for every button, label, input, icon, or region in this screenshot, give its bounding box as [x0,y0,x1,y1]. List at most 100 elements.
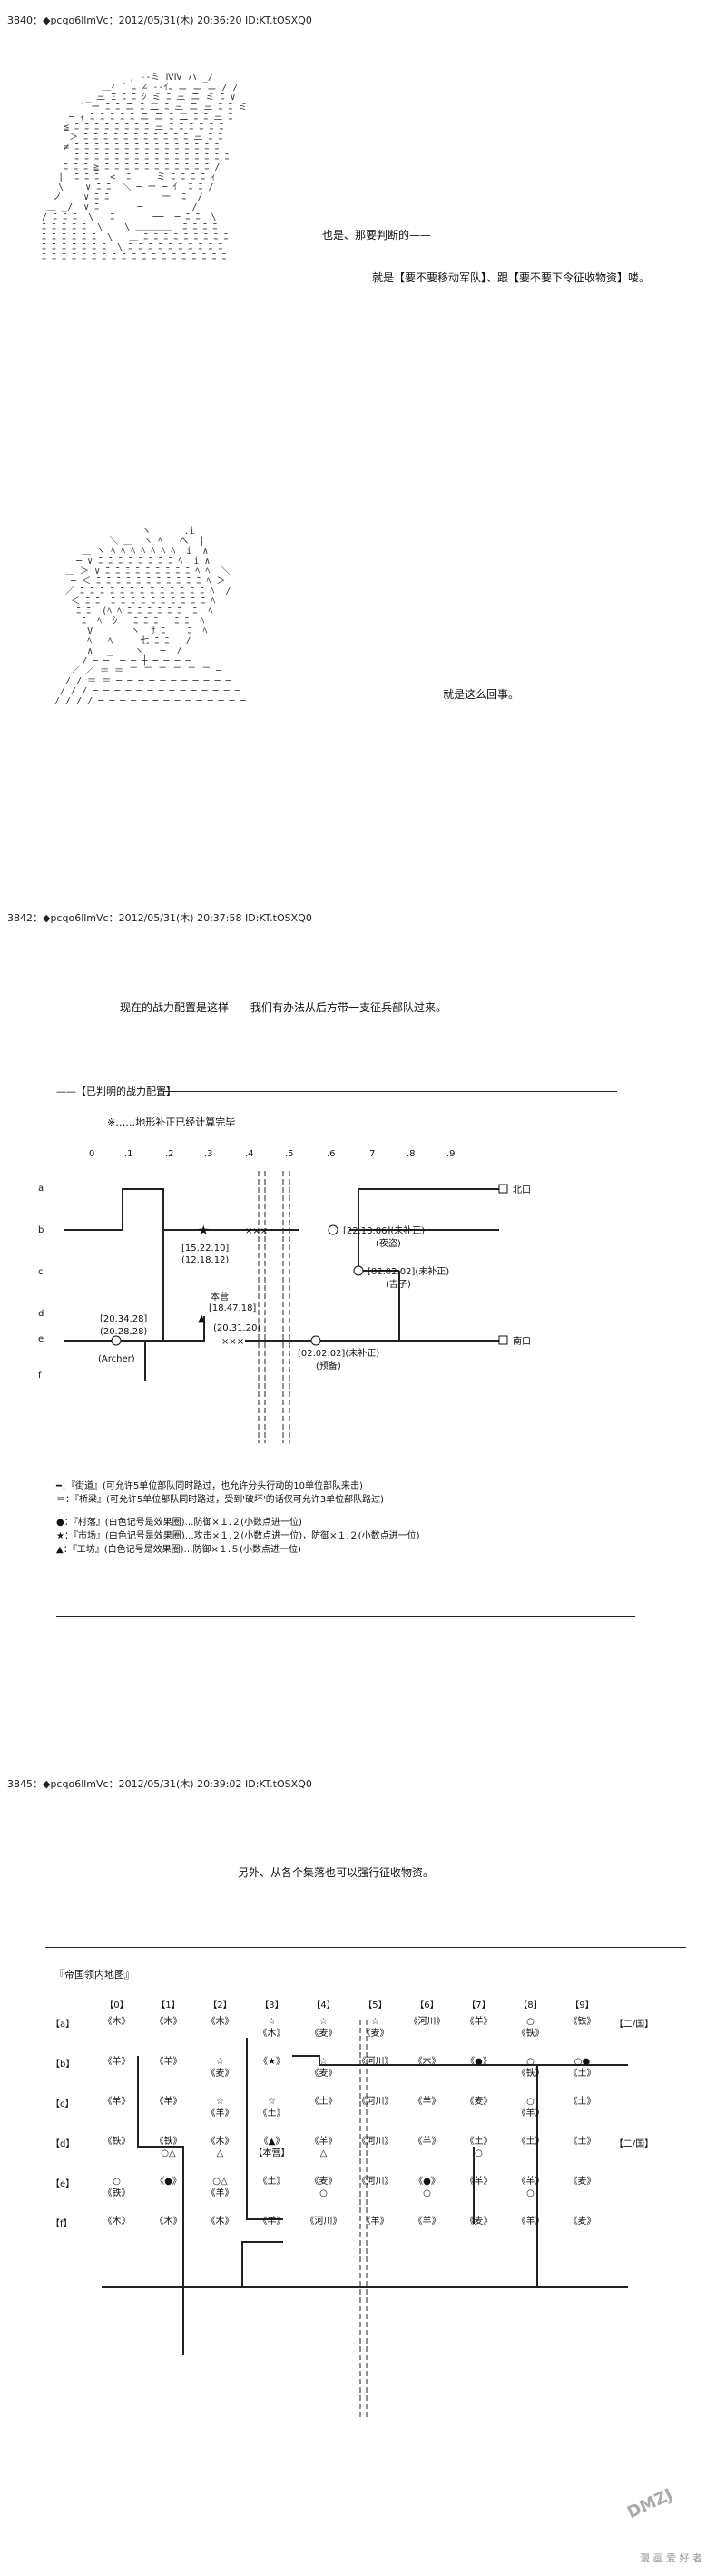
map-cell: ○《铁》 [91,2174,142,2214]
map-cell: ○△《羊》 [194,2174,246,2214]
map-col: .5 [285,1149,294,1159]
map-row-end [608,2174,660,2214]
map-col: 【6】 [415,2000,439,2011]
section-title: ——【已判明的战力配置】 [56,1086,176,1097]
unit-stats: [02.02.02](未补正) [298,1347,379,1359]
unit-stats: [22.18.06](未补正) [343,1224,425,1236]
cell-text: 《河川》 [357,2177,394,2187]
road [246,2038,283,2220]
map-col: .2 [165,1149,174,1159]
unit-name: (Archer) [98,1354,135,1364]
map-row: 【b】《羊》《羊》☆《麦》《★》☆《麦》《河川》《木》《●》○《铁》○●《土》 [47,2054,660,2094]
map-body: 【a】《木》《木》《木》☆《木》☆《麦》☆《麦》《河川》《羊》○《铁》《铁》【二… [47,2014,660,2254]
map-cell: 《木》 [142,2014,194,2054]
cell-text: 《铁》 [154,2137,182,2147]
cell-text: 《麦》 [206,2069,234,2079]
cell-text: ☆ [319,2017,328,2027]
post-header: 3842：◆pcqo6llmVc：2012/05/31(木) 20:37:58 … [7,912,312,924]
map-col: .6 [327,1149,336,1159]
map-cell: 《木》△ [194,2134,246,2174]
crossing-mark: ××× [245,1226,268,1236]
cell-text: 《木》 [206,2137,234,2147]
cell-text: 《土》 [465,2137,493,2147]
map-column-labels: 0 .1 .2 .3 .4 .5 .6 .7 .8 .9 [89,1149,456,1159]
map-col: .3 [204,1149,213,1159]
map-legend: ━：『街道』(可允许5单位部队同时路过，也允许分头行动的10单位部队来击) ＝：… [56,1480,420,1557]
cell-text: 《●》 [155,2177,182,2187]
cell-text: 《铁》 [103,2188,131,2198]
map-cell: 《河川》 [401,2014,453,2054]
map-cell: 《麦》 [556,2174,608,2214]
village-marker [353,1265,364,1276]
map-cell: ○《铁》 [505,2054,556,2094]
cell-text: ○ [319,2188,328,2198]
legend-item: ▲：『工坊』(白色记号是效果圈)…防御×１.５(小数点进一位) [56,1545,301,1555]
divider [163,1091,617,1092]
map-cell: 《土》 [246,2174,298,2214]
unit-stats: [02.02.02](未补正) [368,1265,449,1277]
cell-text: 《羊》 [413,2137,441,2147]
map-cell: 《羊》 [401,2134,453,2174]
map-cell: ○《铁》 [505,2014,556,2054]
unit-stats: [20.34.28] [100,1314,147,1324]
cell-text: 《木》 [206,2217,234,2227]
map-cell: 《铁》 [91,2134,142,2174]
map-cell: 《铁》 [556,2014,608,2054]
map-row: c [38,1267,44,1277]
map-header-row: 【0】 【1】 【2】 【3】 【4】 【5】 【6】 【7】 【8】 【9】 [47,1992,660,2014]
cell-text: ○● [574,2057,591,2067]
map-row: a [38,1184,44,1194]
river-bridge [258,1171,290,1443]
map-row-end [608,2214,660,2254]
corner-cell [47,1992,91,2014]
village-marker [310,1335,321,1346]
cell-text: 《羊》 [516,2177,544,2187]
map-cell: ☆《麦》 [298,2014,349,2054]
map-cell: 《羊》 [91,2054,142,2094]
map-cell: 《羊》 [246,2214,298,2254]
cell-text: ○ [526,2057,535,2067]
cell-text: 《羊》 [258,2217,286,2227]
ascii-art-character-2: ヽ .i ＼ ＿ ヽ ﾍ ヘ | ＿ ヽ ﾍ ﾍ ﾍ ﾍ ﾍ ﾍ ﾍ i ∧ ─… [54,526,246,706]
map-row-end [608,2054,660,2094]
unit-name: (夜盗) [376,1237,401,1249]
north-exit-label: 北口 [513,1185,531,1195]
map-row: b [38,1225,44,1235]
cell-text: 《▲》 [259,2137,285,2147]
cell-text: 《木》 [206,2017,234,2027]
map-cell: 《木》 [194,2214,246,2254]
map-col: 0 [89,1149,94,1159]
map-col: .8 [407,1149,416,1159]
map-cell: 《羊》○ [505,2174,556,2214]
map-cell: ☆《麦》 [298,2054,349,2094]
map-cell: 《河川》 [349,2054,401,2094]
cell-text: ○ [423,2188,431,2198]
divider [45,1947,686,1948]
map-row: f [38,1371,42,1381]
road [358,1188,499,1230]
cell-text: 《土》 [516,2137,544,2147]
cell-text: 《河川》 [408,2017,446,2027]
map-labels: 北口 南口 [15.22.10] (12.18.12) 本营 [18.47.18… [98,1185,531,1372]
map-cell: 《土》 [556,2094,608,2134]
cell-text: ○ [113,2177,121,2187]
map-cell: ○●《土》 [556,2054,608,2094]
cell-text: △ [319,2148,328,2158]
cell-text: 《河川》 [357,2097,394,2107]
legend-item: ━：『街道』(可允许5单位部队同时路过，也允许分头行动的10单位部队来击) [56,1481,363,1491]
cell-text: ☆ [268,2097,276,2107]
map-cell: 《▲》【本营】 [246,2134,298,2174]
map-bridge [258,1171,290,1443]
crossing-mark: ××× [221,1337,244,1347]
river-bridge [359,2020,368,2419]
map-row-label: 【c】 [51,2099,74,2109]
section-title: 『帝国领内地图』 [54,1969,134,1981]
cell-text: 《麦》 [361,2029,389,2039]
cell-text: 《土》 [258,2109,286,2119]
cell-text: 《羊》 [413,2097,441,2107]
cell-text: ☆ [268,2017,276,2027]
cell-text: 《麦》 [465,2217,493,2227]
map-cell: 《麦》 [556,2214,608,2254]
map-cell: 《木》 [91,2014,142,2054]
battle-map-svg: 0 .1 .2 .3 .4 .5 .6 .7 .8 .9 a b c d e f [38,1149,531,1443]
